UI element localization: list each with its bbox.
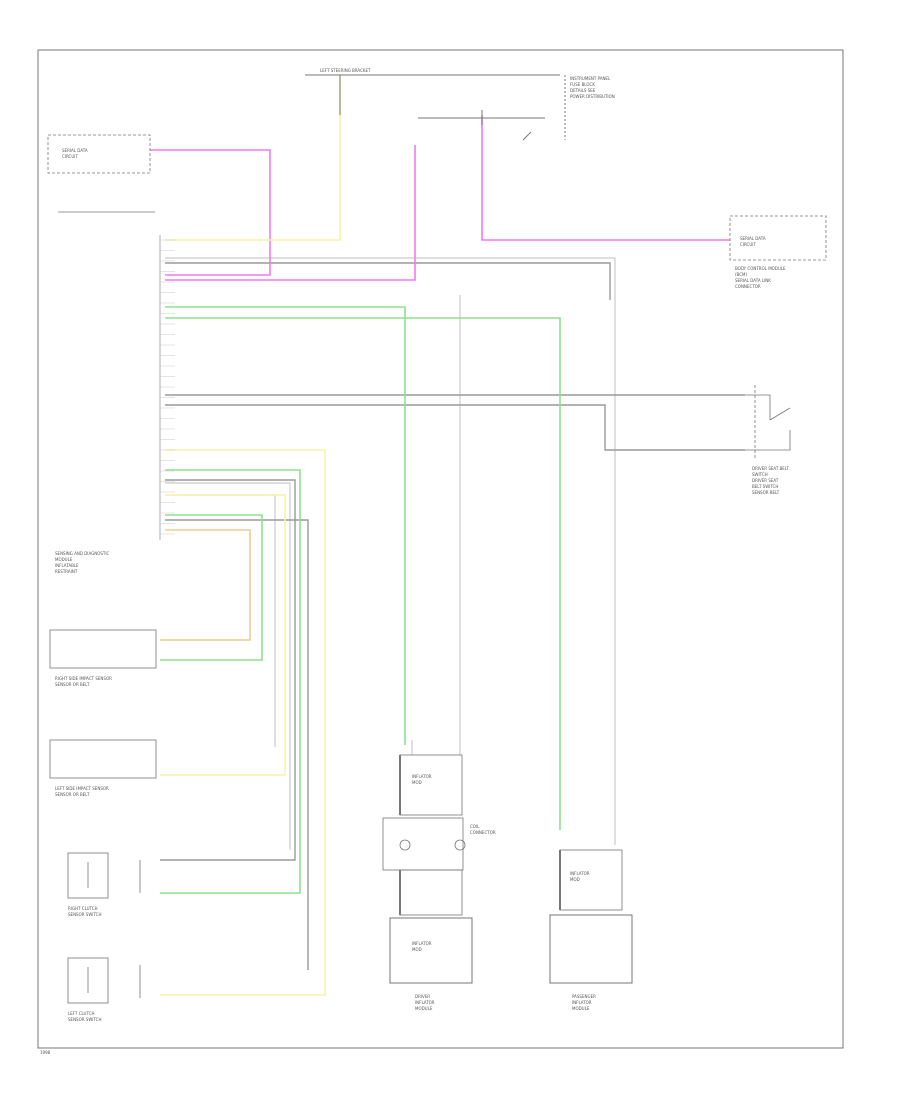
right-clutch-switch bbox=[67, 852, 141, 899]
gray-wires bbox=[165, 257, 616, 850]
orange-wires bbox=[160, 529, 251, 641]
bcm-label: BODY CONTROL MODULE(BCM)SERIAL DATA LINK… bbox=[735, 266, 786, 289]
fuse-block-label: LEFT STEERING BRACKET bbox=[320, 68, 371, 73]
yellow-wires bbox=[160, 75, 341, 996]
green-wires bbox=[160, 306, 561, 894]
driver-inflator bbox=[382, 754, 473, 984]
right-impact-sensor bbox=[49, 629, 157, 669]
dark-wires bbox=[160, 262, 745, 970]
diagram-frame bbox=[37, 49, 844, 1049]
left-impact-sensor bbox=[49, 739, 157, 779]
seat-belt-switch bbox=[745, 385, 791, 460]
fuse-block bbox=[305, 74, 566, 141]
serial-data-connector-left bbox=[47, 134, 151, 174]
pin-ticks bbox=[160, 239, 175, 535]
page-id: 1998 bbox=[40, 1050, 51, 1055]
passenger-inflator bbox=[549, 849, 633, 984]
pink-wires bbox=[150, 115, 730, 281]
bcm-connector bbox=[729, 215, 827, 261]
left-clutch-switch bbox=[67, 957, 141, 1004]
